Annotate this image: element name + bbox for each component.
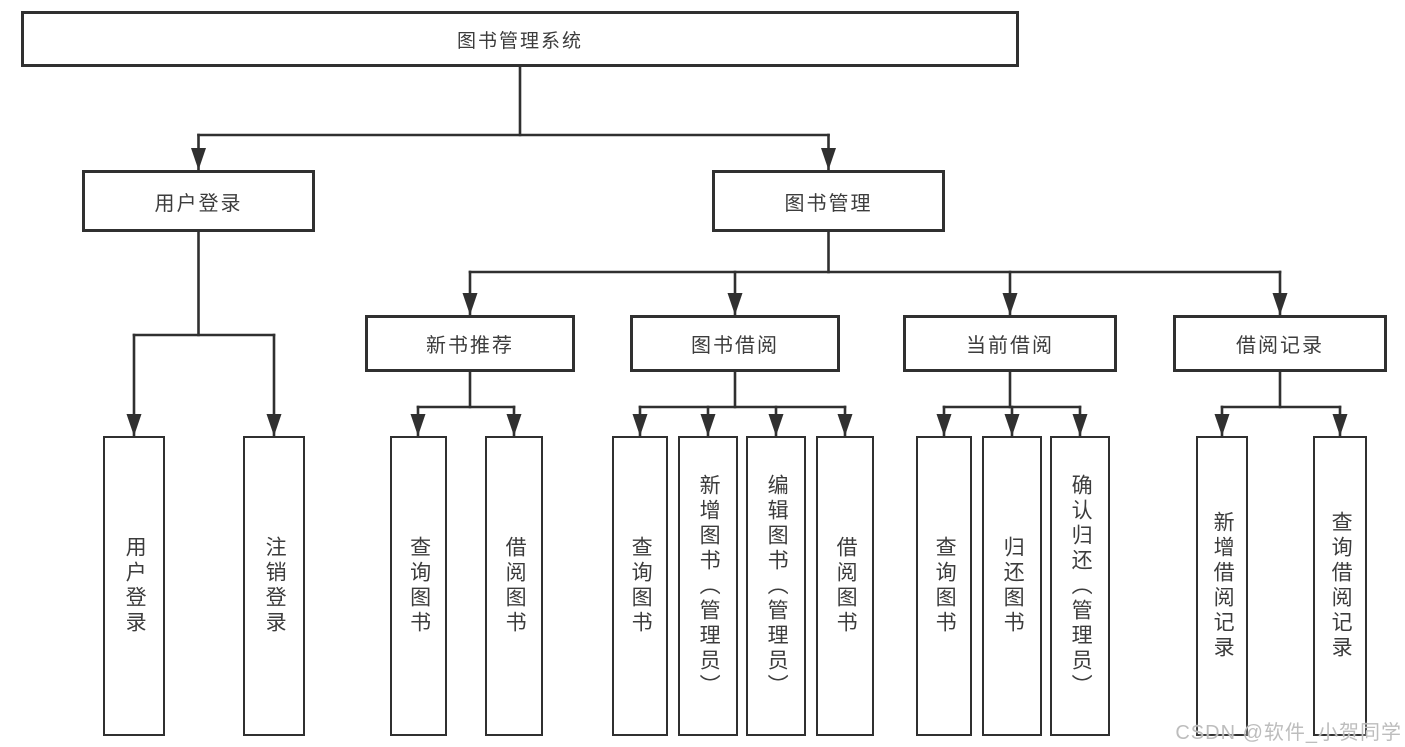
node-label: 查询图书 xyxy=(407,536,431,636)
leaf-query-books-borrow: 查询图书 xyxy=(612,436,668,736)
node-label: 编辑图书（管理员） xyxy=(765,473,789,699)
node-label: 新书推荐 xyxy=(426,335,514,357)
node-label: 图书管理系统 xyxy=(456,30,583,52)
leaf-query-books-recommend: 查询图书 xyxy=(390,436,447,736)
leaf-return-books: 归还图书 xyxy=(982,436,1042,736)
leaf-query-books-current: 查询图书 xyxy=(916,436,972,736)
leaf-add-books-admin: 新增图书（管理员） xyxy=(678,436,738,736)
node-label: 借阅图书 xyxy=(503,536,527,636)
node-label: 查询图书 xyxy=(629,536,653,636)
node-book-borrow: 图书借阅 xyxy=(630,315,840,372)
node-label: 注销登录 xyxy=(263,536,287,636)
leaf-add-borrow-record: 新增借阅记录 xyxy=(1196,436,1248,736)
node-label: 借阅记录 xyxy=(1236,335,1324,357)
node-book-management: 图书管理 xyxy=(712,170,945,232)
node-new-book-recommend: 新书推荐 xyxy=(365,315,575,372)
node-borrow-records: 借阅记录 xyxy=(1173,315,1387,372)
node-label: 用户登录 xyxy=(154,192,243,215)
leaf-borrow-books-recommend: 借阅图书 xyxy=(485,436,543,736)
node-label: 查询借阅记录 xyxy=(1329,511,1353,661)
leaf-user-login: 用户登录 xyxy=(103,436,165,736)
leaf-logout: 注销登录 xyxy=(243,436,305,736)
node-label: 确认归还（管理员） xyxy=(1069,473,1093,699)
node-label: 新增图书（管理员） xyxy=(697,473,721,699)
node-library-system: 图书管理系统 xyxy=(21,11,1019,67)
node-label: 当前借阅 xyxy=(966,335,1054,357)
node-label: 图书借阅 xyxy=(691,335,779,357)
node-current-borrow: 当前借阅 xyxy=(903,315,1117,372)
node-label: 用户登录 xyxy=(123,536,147,636)
leaf-borrow-books: 借阅图书 xyxy=(816,436,874,736)
leaf-confirm-return-admin: 确认归还（管理员） xyxy=(1050,436,1110,736)
leaf-edit-books-admin: 编辑图书（管理员） xyxy=(746,436,806,736)
node-label: 图书管理 xyxy=(784,192,873,215)
watermark: CSDN @软件_小贺同学 xyxy=(1175,722,1402,744)
node-label: 借阅图书 xyxy=(834,536,858,636)
leaf-query-borrow-record: 查询借阅记录 xyxy=(1313,436,1367,736)
node-label: 查询图书 xyxy=(933,536,957,636)
node-label: 归还图书 xyxy=(1001,536,1025,636)
node-label: 新增借阅记录 xyxy=(1211,511,1235,661)
node-user-login: 用户登录 xyxy=(82,170,315,232)
